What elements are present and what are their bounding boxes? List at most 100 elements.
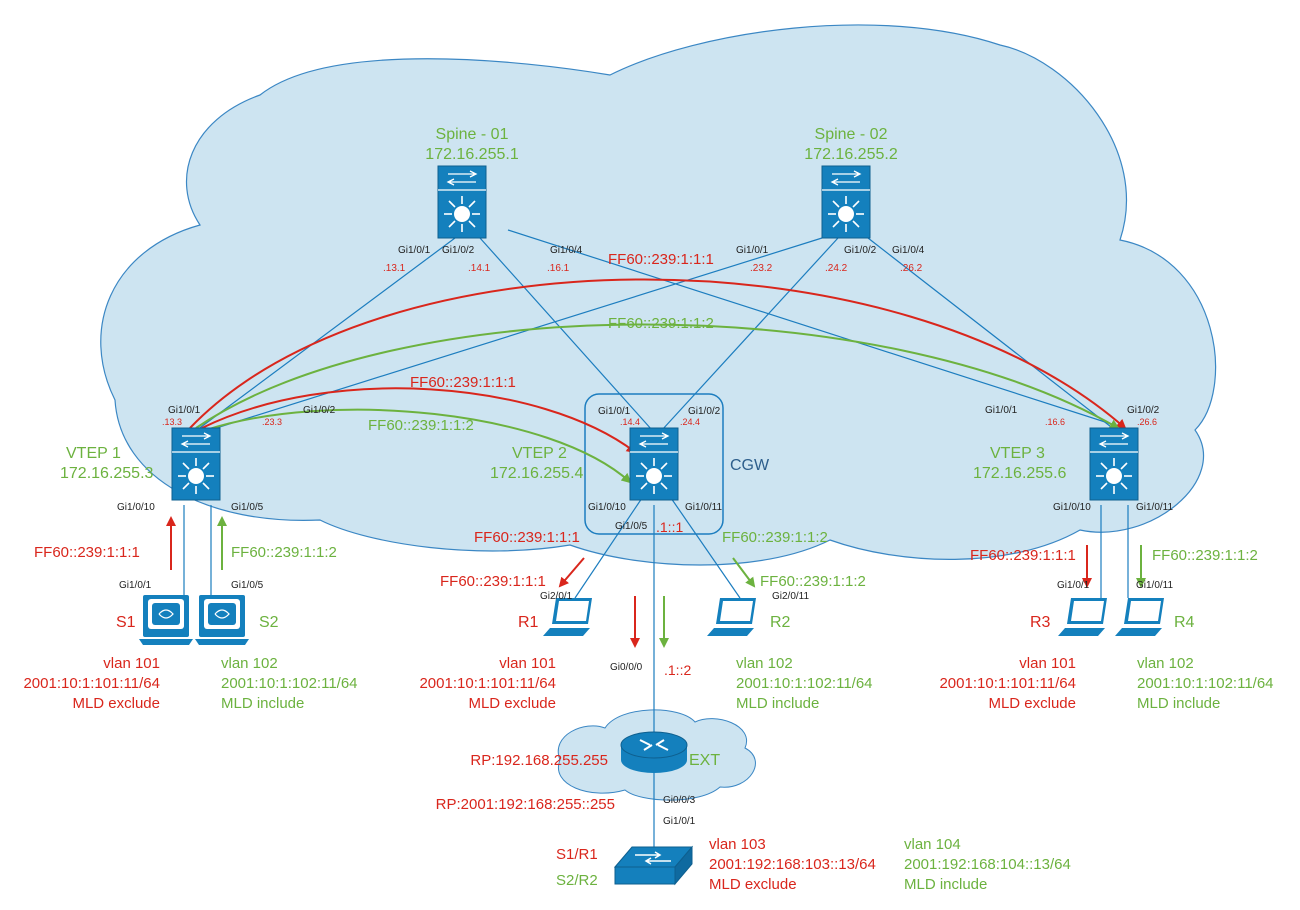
vtep3-uplink: Gi1/0/2 [1127,405,1160,416]
ext-port-up: Gi0/0/0 [610,662,643,673]
r4-group-label: FF60::239:1:1:2 [1152,547,1258,564]
spine1-port: Gi1/0/4 [550,245,583,256]
access-switch-icon [613,845,694,886]
arc-g2-vtep3 [195,323,1120,430]
r4-name: R4 [1174,614,1195,631]
r3-name: R3 [1030,614,1051,631]
spine2-port: Gi1/0/1 [736,245,769,256]
spine1-switch-icon [437,165,487,239]
r4-mld: MLD include [1137,695,1221,712]
cgw-label: CGW [730,457,770,474]
r1-ip: 2001:10:1:101:11/64 [419,675,556,692]
s1-ip: 2001:10:1:101:11/64 [23,675,160,692]
vtep1-addr: .13.3 [162,417,183,427]
s1-vlan: vlan 101 [103,655,160,672]
s2-group-label: FF60::239:1:1:2 [231,544,337,561]
r4-ip: 2001:10:1:102:11/64 [1137,675,1274,692]
vtep1-uplink: Gi1/0/2 [303,405,336,416]
spine2-name: Spine - 02 [814,126,888,143]
s1-port: Gi1/0/1 [119,580,152,591]
vtep3-addr: .16.6 [1045,417,1066,427]
s1r1-label: S1/R1 [556,846,598,863]
spine1-port: Gi1/0/1 [398,245,431,256]
vlan104: vlan 104 [904,836,961,853]
r1-group-label-upper: FF60::239:1:1:1 [474,529,580,546]
s2-ip: 2001:10:1:102:11/64 [221,675,358,692]
r2-ip: 2001:10:1:102:11/64 [736,675,873,692]
vtep3-uplink: Gi1/0/1 [985,405,1018,416]
vtep3-addr: .26.6 [1137,417,1158,427]
r1-port: Gi2/0/1 [540,591,573,602]
spine1-addr: .14.1 [468,263,491,274]
arc-label-g2-vtep2: FF60::239:1:1:2 [368,417,474,434]
vtep2-down-port: Gi1/0/11 [685,502,723,513]
r2-laptop-icon [707,598,756,636]
s2-name: S2 [259,614,279,631]
s1-name: S1 [116,614,136,631]
vtep1-uplink: Gi1/0/1 [168,405,201,416]
arrow-r2-down [732,557,756,588]
vtep1-down-port: Gi1/0/5 [231,502,264,513]
r2-group-label-upper: FF60::239:1:1:2 [722,529,828,546]
r1-vlan: vlan 101 [499,655,556,672]
ext-port-down: Gi0/0/3 [663,795,696,806]
arrow-r1-down [558,557,585,588]
mld103: MLD exclude [709,876,797,893]
fabric-cloud [100,24,1217,566]
vtep1-addr: .23.3 [262,417,283,427]
cgw-box [584,393,724,535]
vtep3-name: VTEP 3 [990,445,1045,462]
r3-group-label: FF60::239:1:1:1 [970,547,1076,564]
spine1-ip: 172.16.255.1 [425,146,519,163]
spine2-switch-icon [821,165,871,239]
ip103: 2001:192:168:103::13/64 [709,856,876,873]
r3-vlan: vlan 101 [1019,655,1076,672]
r1-group-label: FF60::239:1:1:1 [440,573,546,590]
r4-port: Gi1/0/11 [1136,580,1174,591]
vtep2-addr: .24.4 [680,417,701,427]
s1-mld: MLD exclude [72,695,160,712]
s2r2-label: S2/R2 [556,872,598,889]
vtep2-name: VTEP 2 [512,445,567,462]
s2-vlan: vlan 102 [221,655,278,672]
spine2-port: Gi1/0/4 [892,245,925,256]
vtep2-down-port: Gi1/0/10 [588,502,626,513]
arc-label-g1: FF60::239:1:1:1 [608,251,714,268]
arc-label-g2: FF60::239:1:1:2 [608,315,714,332]
ext-router-icon [620,731,688,773]
vtep3-down-port: Gi1/0/11 [1136,502,1174,513]
spine1-addr: .16.1 [547,263,570,274]
vtep2-addr: .14.4 [620,417,641,427]
s2-mld: MLD include [221,695,305,712]
r3-laptop-icon [1058,598,1107,636]
spine2-addr: .26.2 [900,263,923,274]
spine2-ip: 172.16.255.2 [804,146,898,163]
r4-vlan: vlan 102 [1137,655,1194,672]
r3-ip: 2001:10:1:101:11/64 [939,675,1076,692]
vtep1-ip: 172.16.255.3 [60,465,154,482]
vtep2-uplink: Gi1/0/1 [598,406,631,417]
r2-group-label: FF60::239:1:1:2 [760,573,866,590]
r3-mld: MLD exclude [988,695,1076,712]
spine2-addr: .23.2 [750,263,773,274]
s2-port: Gi1/0/5 [231,580,264,591]
r2-name: R2 [770,614,791,631]
ext-addr-up: .1::2 [664,662,692,678]
vtep3-ip: 172.16.255.6 [973,465,1067,482]
vtep3-down-port: Gi1/0/10 [1053,502,1091,513]
spine1-port: Gi1/0/2 [442,245,475,256]
s1-group-label: FF60::239:1:1:1 [34,544,140,561]
r2-vlan: vlan 102 [736,655,793,672]
ext-rp-v4: RP:192.168.255.255 [470,752,608,769]
s2-server-icon [194,594,250,646]
vtep1-down-port: Gi1/0/10 [117,502,155,513]
ext-rp-v6: RP:2001:192:168:255::255 [435,796,615,813]
vtep2-switch-icon [629,427,679,501]
r1-name: R1 [518,614,539,631]
spine1-addr: .13.1 [383,263,406,274]
spine2-addr: .24.2 [825,263,848,274]
ip104: 2001:192:168:104::13/64 [904,856,1071,873]
arc-g1-vtep2 [201,387,637,454]
r2-mld: MLD include [736,695,820,712]
